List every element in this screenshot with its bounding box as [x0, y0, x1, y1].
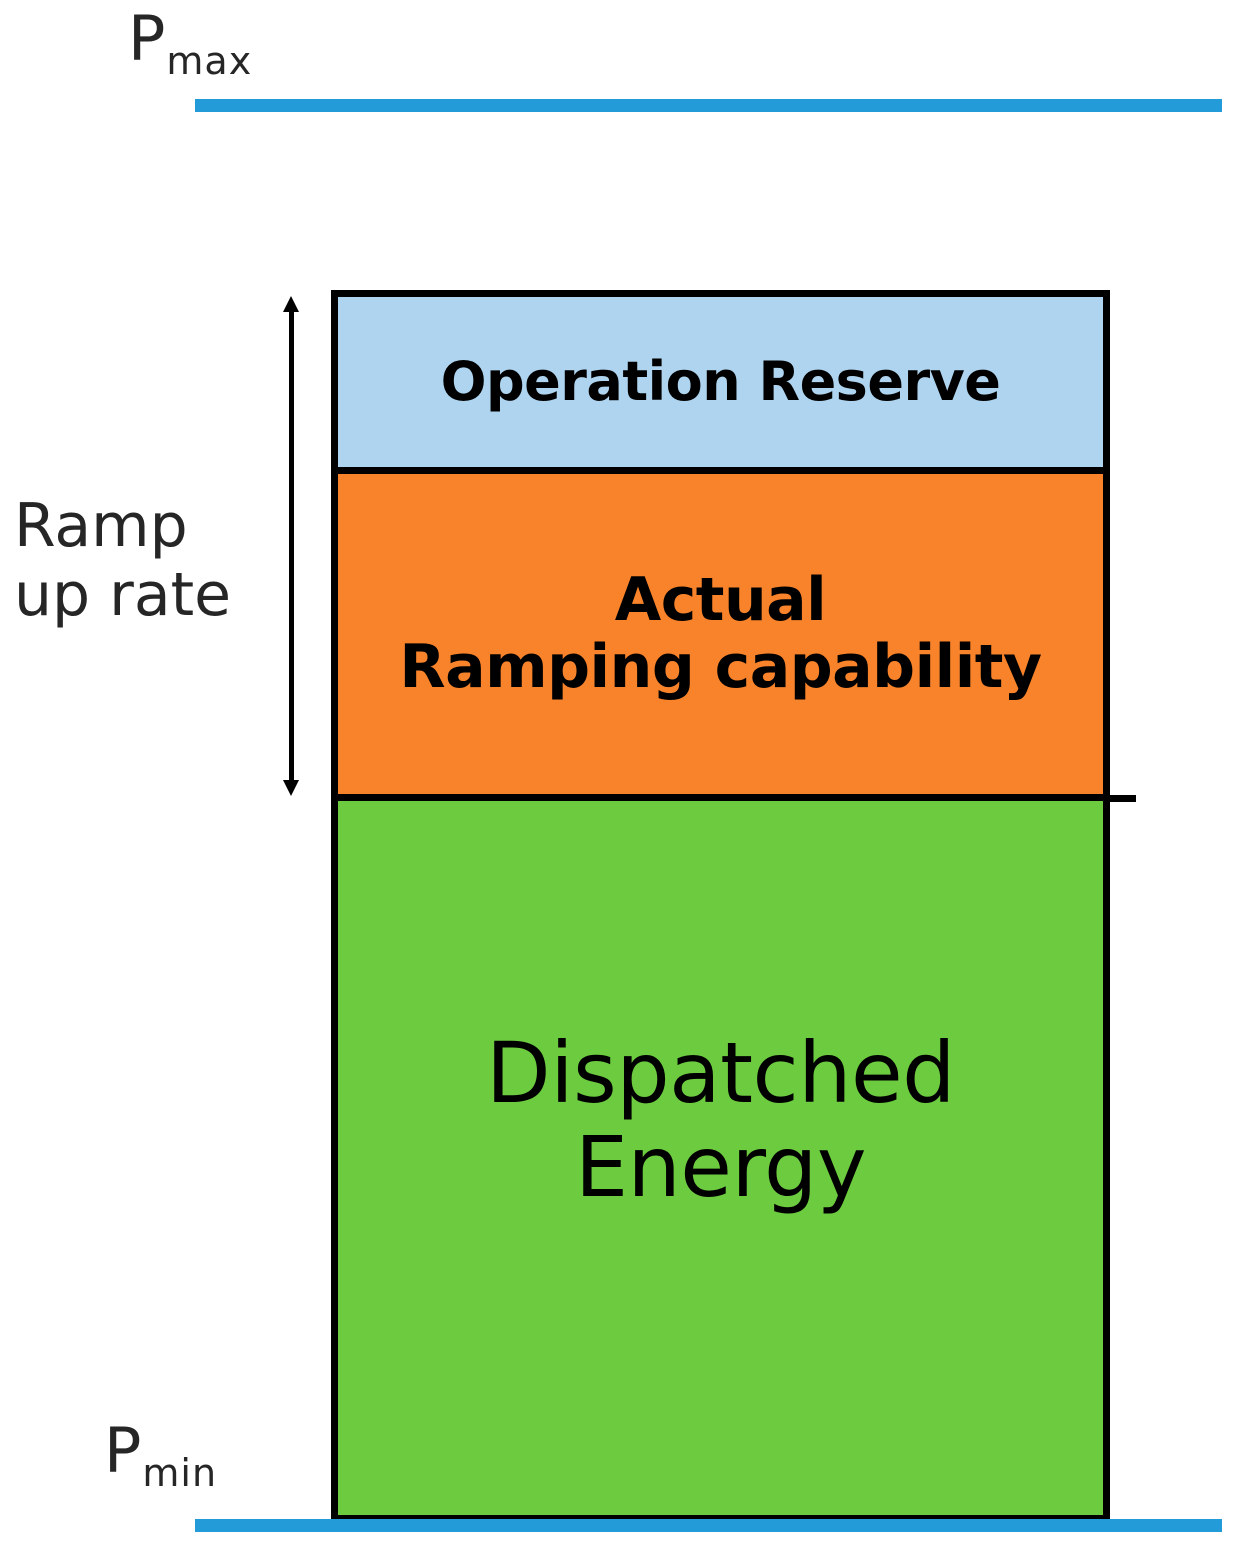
segment-actual-ramping-capability: Actual Ramping capability — [338, 474, 1103, 801]
pmax-limit-line — [195, 99, 1222, 112]
pmin-label-subscript: min — [142, 1451, 218, 1495]
segment-operation-reserve-label: Operation Reserve — [440, 349, 1001, 413]
pmax-label: Pmax — [128, 8, 251, 81]
arrow-down-icon — [283, 780, 299, 796]
pmin-limit-line — [195, 1519, 1222, 1532]
ramping-dispatch-boundary-tick — [1110, 795, 1136, 802]
capability-stack: Operation Reserve Actual Ramping capabil… — [331, 290, 1110, 1522]
pmin-label: Pmin — [104, 1420, 216, 1493]
pmax-label-subscript: max — [166, 39, 253, 83]
pmax-label-base: P — [128, 2, 166, 75]
pmin-label-base: P — [104, 1414, 142, 1487]
segment-dispatched-energy-label: Dispatched Energy — [486, 1023, 955, 1216]
segment-dispatched-energy: Dispatched Energy — [338, 801, 1103, 1515]
segment-operation-reserve: Operation Reserve — [338, 297, 1103, 474]
ramp-up-rate-measure-arrow — [283, 296, 299, 796]
arrow-up-icon — [283, 296, 299, 312]
ramp-up-rate-label: Ramp up rate — [14, 491, 232, 630]
arrow-shaft — [289, 306, 294, 786]
segment-actual-ramping-capability-label: Actual Ramping capability — [399, 564, 1042, 702]
